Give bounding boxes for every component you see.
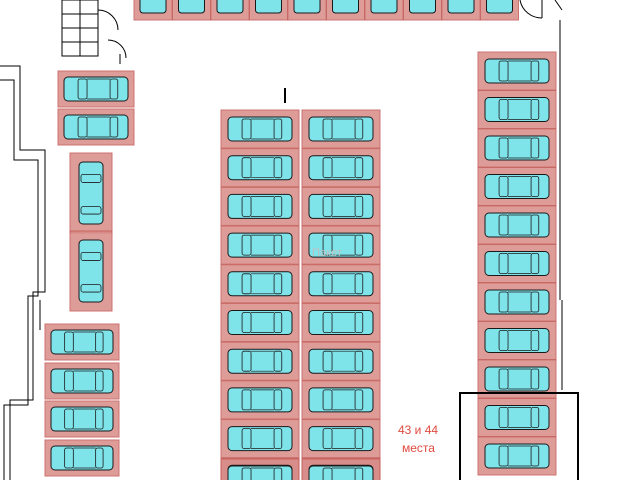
parked-car (484, 97, 550, 122)
parked-car (484, 251, 550, 276)
parked-car (50, 368, 114, 394)
parked-car (227, 116, 293, 142)
parked-car (227, 387, 293, 413)
parked-car (308, 232, 374, 258)
parked-car (227, 155, 293, 181)
parked-car (50, 445, 114, 471)
parked-car (227, 465, 293, 480)
spot-note-line1: 43 и 44 (398, 423, 438, 437)
parked-car (308, 348, 374, 374)
parked-car (409, 0, 436, 14)
parked-car (484, 135, 550, 161)
parked-car (308, 387, 374, 413)
parked-car (484, 174, 550, 199)
parked-car (332, 0, 359, 14)
spot-note-line2: места (402, 441, 435, 455)
parked-car (50, 329, 114, 355)
parked-car (227, 271, 293, 297)
parked-car (227, 426, 293, 452)
parked-car (308, 155, 374, 181)
parked-car (484, 289, 550, 315)
parked-car (308, 426, 374, 452)
highlighted-spots-box (459, 392, 579, 480)
parked-car (484, 212, 550, 238)
center-label: Пакет (312, 247, 342, 259)
parked-car (484, 405, 550, 430)
parking-bays (44, 0, 557, 480)
parked-car (63, 76, 129, 102)
parked-car (216, 0, 244, 14)
parked-car (484, 328, 550, 353)
parked-car (447, 0, 475, 14)
parked-car (227, 232, 293, 258)
parked-car (178, 0, 205, 14)
parked-car (227, 348, 293, 374)
parked-car (78, 161, 104, 225)
parked-car (293, 0, 321, 14)
parked-car (50, 406, 114, 432)
parked-car (139, 0, 167, 14)
parked-car (63, 114, 129, 140)
parked-car (255, 0, 282, 14)
parked-car (370, 0, 398, 14)
parked-car (308, 116, 374, 142)
parked-car (486, 0, 513, 14)
parked-car (484, 443, 550, 469)
building-walls (0, 0, 563, 480)
parked-car (227, 310, 293, 335)
parked-car (227, 193, 293, 219)
parked-car (308, 271, 374, 297)
parked-car (78, 239, 104, 303)
parked-car (484, 366, 550, 392)
parked-cars (50, 0, 550, 480)
parked-car (484, 58, 550, 84)
parked-car (308, 193, 374, 219)
parked-car (308, 310, 374, 335)
parked-car (308, 465, 374, 480)
